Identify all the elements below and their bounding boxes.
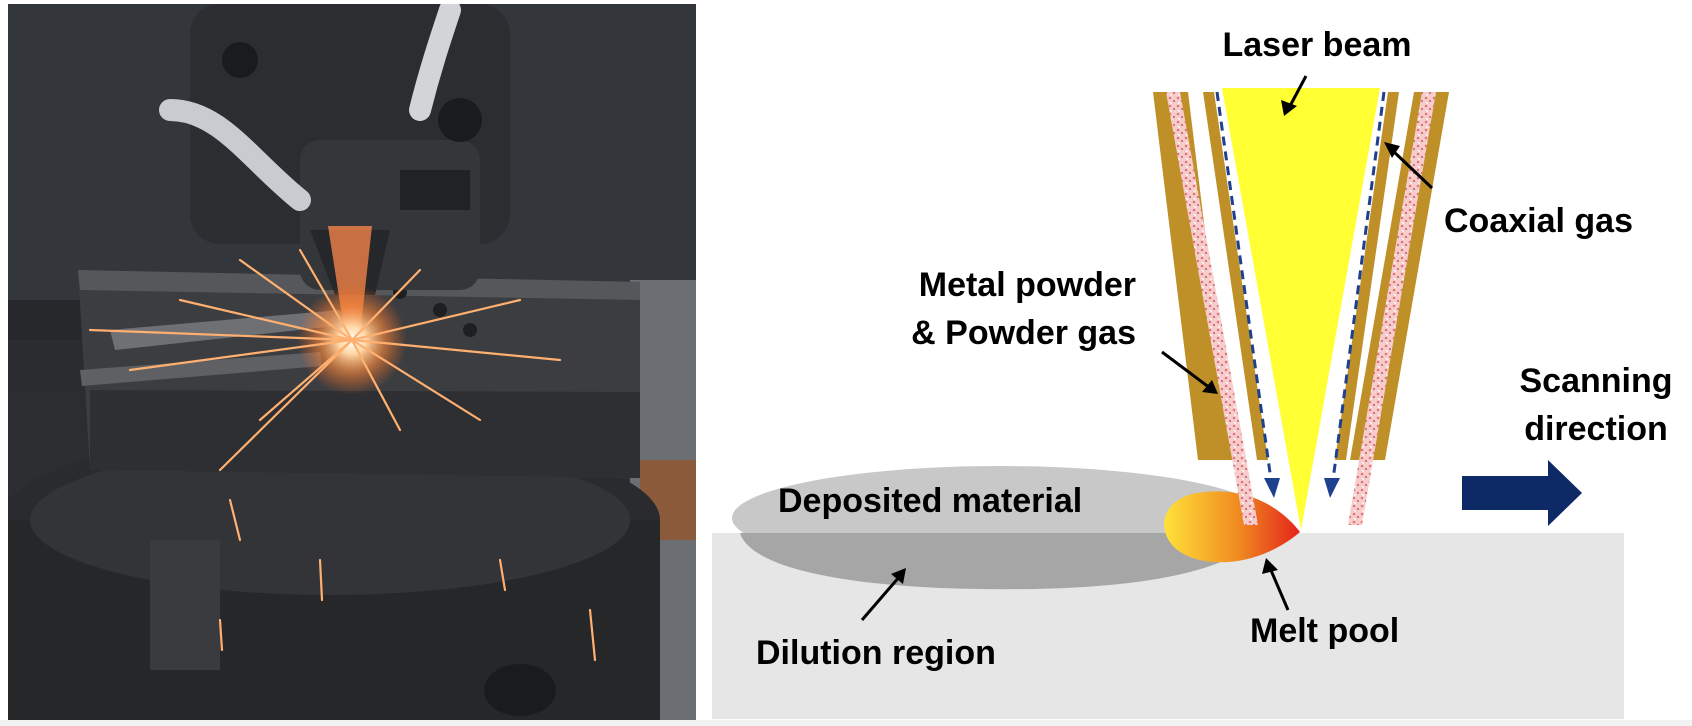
powder-stream-left (1166, 92, 1258, 525)
label-powder-gas: & Powder gas (911, 314, 1136, 352)
foil-hose (409, 4, 461, 121)
photo-panel (8, 4, 696, 720)
head-fitting (222, 42, 258, 78)
clamp-jaw (150, 540, 220, 670)
label-coaxial-gas: Coaxial gas (1444, 202, 1633, 240)
leader-lines (860, 75, 1434, 621)
head-plate (400, 170, 470, 210)
plate-hole (433, 303, 447, 317)
deposited-strip-2 (80, 352, 322, 386)
laser-beam (1222, 88, 1380, 530)
sparks (88, 248, 597, 662)
label-metal-powder: Metal powder (919, 266, 1136, 304)
bottom-edge (0, 720, 1692, 726)
label-direction: direction (1524, 410, 1668, 448)
melt-pool (1164, 491, 1300, 563)
dilution-region (740, 533, 1262, 590)
nozzle-inner-left (1203, 92, 1268, 460)
table-hole (484, 664, 556, 716)
coaxial-gas-arrowhead-right (1324, 478, 1340, 498)
coaxial-gas-flow-left (1215, 91, 1273, 481)
label-scanning: Scanning (1519, 362, 1672, 400)
metal-plate-side (90, 390, 640, 478)
nozzle-wall-left (1153, 92, 1233, 460)
coaxial-gas-arrowhead-left (1264, 478, 1280, 498)
coaxial-gas-flow-right (1331, 91, 1386, 481)
leader-arrowheads (891, 100, 1400, 584)
label-laser-beam: Laser beam (1223, 26, 1412, 64)
nozzle-inner-right (1335, 92, 1399, 460)
head-fitting (438, 98, 482, 142)
foil-hose (159, 99, 311, 211)
label-deposited-material: Deposited material (778, 482, 1082, 520)
scanning-direction-arrow (1462, 460, 1582, 526)
label-dilution-region: Dilution region (756, 634, 996, 672)
process-diagram: Laser beam Coaxial gas Metal powder & Po… (712, 26, 1673, 719)
label-melt-pool: Melt pool (1250, 612, 1399, 650)
powder-stream-right (1348, 92, 1436, 525)
deposited-strip (110, 310, 345, 350)
plate-hole (463, 323, 477, 337)
